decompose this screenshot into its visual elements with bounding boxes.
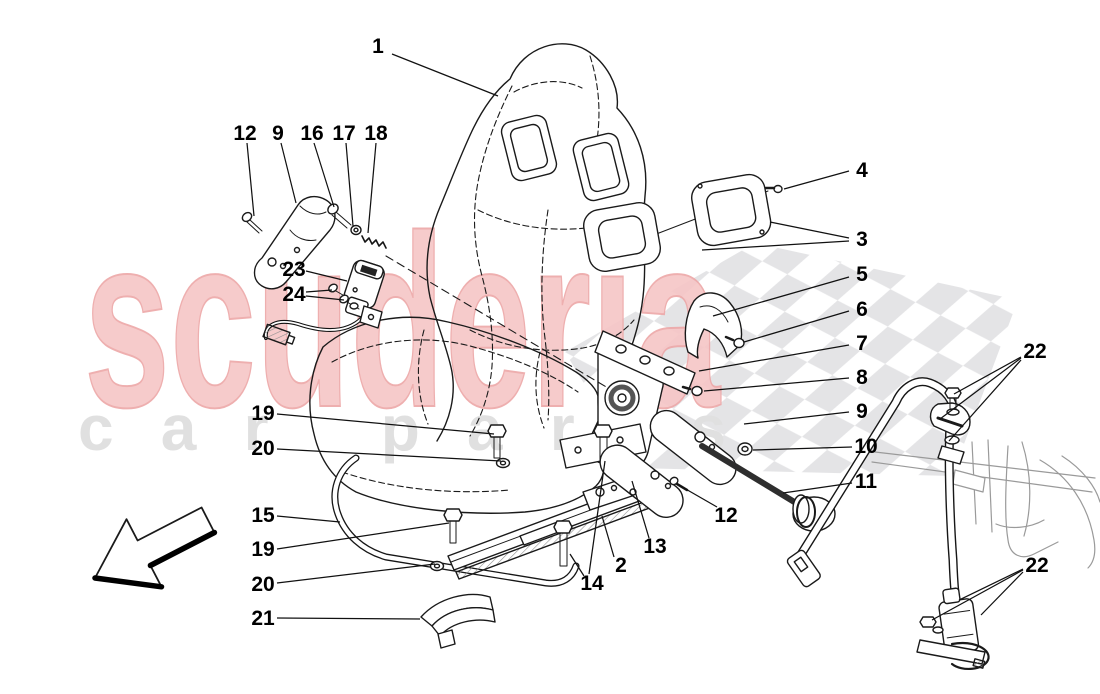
leader-line [958, 568, 1024, 601]
direction-arrow [92, 506, 218, 590]
side-bracket-right [599, 409, 836, 532]
callout-14: 14 [580, 572, 604, 595]
leader-line [783, 170, 850, 190]
callout-18: 18 [364, 122, 388, 145]
leader-line [782, 482, 853, 494]
callout-21: 21 [251, 607, 275, 630]
leader-line [701, 240, 850, 251]
callout-9: 9 [272, 122, 284, 145]
leader-line [305, 270, 348, 282]
leader-line [939, 357, 1022, 420]
shoulder-pads [582, 173, 783, 272]
leader-line [305, 289, 333, 293]
leader-line [313, 142, 335, 208]
callout-3: 3 [856, 228, 868, 251]
callout-8: 8 [856, 366, 868, 389]
recliner-cover [684, 292, 745, 359]
leader-line [305, 295, 345, 301]
callout-22: 22 [1023, 340, 1046, 363]
leader-line [769, 221, 850, 239]
leader-line [980, 571, 1024, 616]
belt-latch-plate [786, 549, 821, 588]
leader-line [631, 480, 650, 539]
leader-line [246, 142, 255, 217]
leader-line [931, 569, 1024, 621]
leader-line [953, 356, 1022, 395]
leader-line [276, 515, 341, 523]
leader-line [391, 53, 499, 97]
seat-assembly [92, 43, 990, 670]
leader-line [276, 413, 495, 435]
seatbelt-buckle [262, 259, 385, 346]
leader-line [752, 446, 853, 451]
callout-15: 15 [251, 504, 275, 527]
leader-line [276, 617, 421, 620]
leader-line [698, 344, 850, 372]
leader-line [367, 142, 377, 234]
frame-tube [331, 454, 580, 587]
callout-12: 12 [233, 122, 256, 145]
harness-slots [500, 114, 630, 202]
leader-line [703, 377, 850, 392]
callout-13: 13 [643, 535, 666, 558]
mounting-plate [594, 330, 703, 397]
callout-1: 1 [372, 35, 384, 58]
leader-line [276, 522, 450, 550]
callout-7: 7 [856, 332, 868, 355]
callout-10: 10 [854, 435, 877, 458]
callout-23: 23 [282, 258, 305, 281]
callout-24: 24 [282, 283, 306, 306]
callout-19: 19 [251, 538, 274, 561]
leader-line [345, 142, 354, 227]
callout-16: 16 [300, 122, 323, 145]
callout-20: 20 [251, 437, 274, 460]
end-cover [420, 593, 496, 649]
car-body-sketch [871, 439, 1100, 569]
callout-22: 22 [1025, 554, 1048, 577]
callout-4: 4 [856, 159, 868, 182]
leader-line [276, 448, 502, 462]
callout-11: 11 [855, 470, 878, 493]
leader-line [569, 553, 585, 577]
leader-line [948, 359, 1022, 442]
recline-screw-set [327, 203, 609, 389]
callout-5: 5 [856, 263, 868, 286]
seat-backrest [426, 43, 647, 463]
callout-17: 17 [332, 122, 355, 145]
leader-line [676, 483, 718, 508]
leader-line [743, 411, 850, 425]
leader-line [276, 563, 436, 584]
leader-line [712, 276, 850, 317]
callout-20: 20 [251, 573, 274, 596]
leader-line [743, 310, 850, 343]
leader-line [280, 142, 297, 204]
side-bracket-left [241, 195, 336, 290]
callout-19: 19 [251, 402, 274, 425]
belt-retractor [916, 587, 990, 670]
callout-12: 12 [714, 504, 737, 527]
callout-2: 2 [615, 554, 627, 577]
leader-line [588, 460, 606, 575]
callout-6: 6 [856, 298, 868, 321]
seat-belt-assembly [786, 377, 990, 670]
leader-line [601, 515, 615, 558]
recline-handle-rod [699, 443, 799, 506]
callout-9: 9 [856, 400, 868, 423]
